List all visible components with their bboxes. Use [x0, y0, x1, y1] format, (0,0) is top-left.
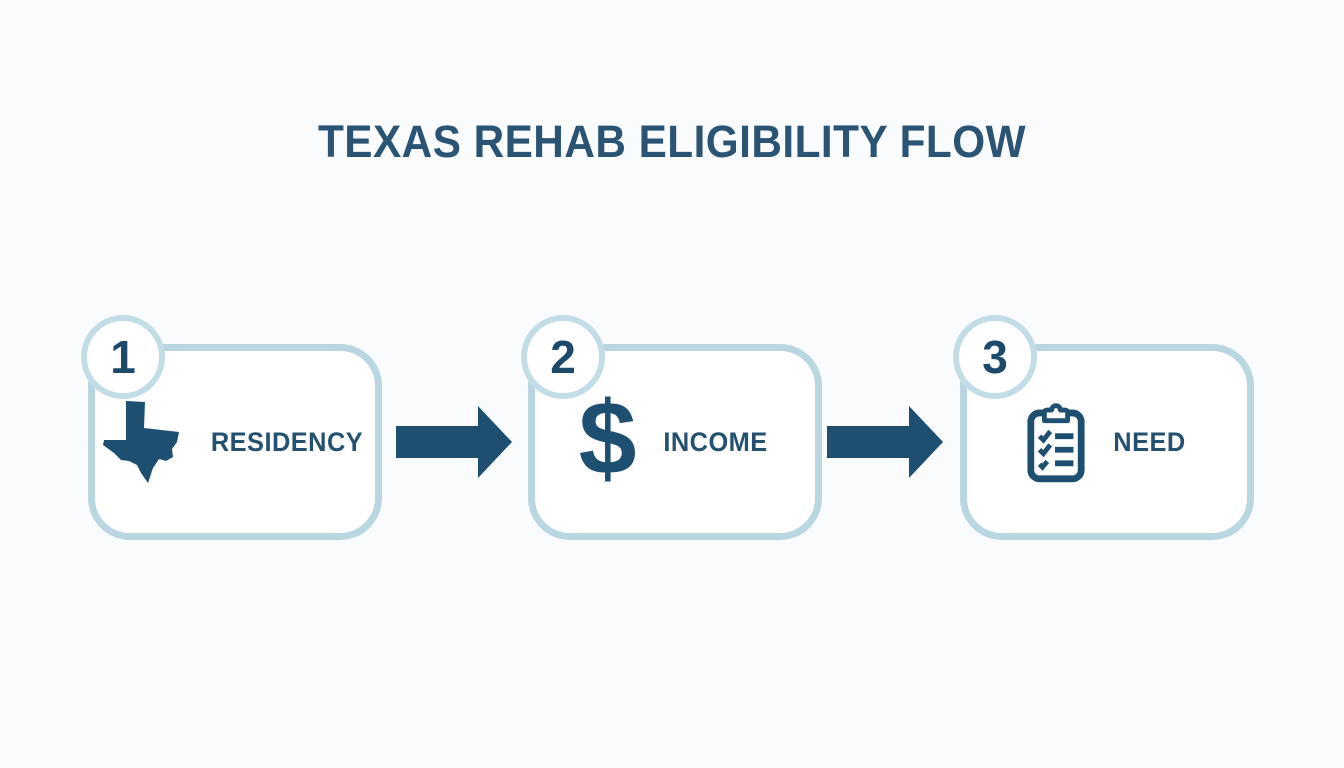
- step-card-residency: 1 RESIDENCY: [81, 315, 382, 540]
- step-number: 1: [110, 331, 136, 383]
- step-label: INCOME: [663, 426, 769, 457]
- texas-state-icon: [102, 401, 179, 483]
- step-number-badge: 2: [521, 315, 605, 399]
- arrow-right-icon: [827, 406, 943, 478]
- step-number: 3: [982, 331, 1008, 383]
- step-label: RESIDENCY: [210, 426, 364, 457]
- step-label: NEED: [1113, 426, 1187, 457]
- step-number-badge: 3: [953, 315, 1037, 399]
- step-number-badge: 1: [81, 315, 165, 399]
- arrow-right-icon: [396, 406, 512, 478]
- step-card-income: 2 $ INCOME: [521, 315, 822, 540]
- step-content: NEED: [967, 351, 1247, 533]
- page-title: TEXAS REHAB ELIGIBILITY FLOW: [318, 116, 1026, 167]
- dollar-sign-icon: $: [578, 381, 637, 498]
- step-number: 2: [550, 331, 576, 383]
- checklist-clipboard-icon: [1027, 403, 1086, 483]
- step-content: RESIDENCY: [95, 351, 375, 533]
- step-card-need: 3 NEED: [953, 315, 1254, 540]
- step-content: $ INCOME: [535, 351, 815, 533]
